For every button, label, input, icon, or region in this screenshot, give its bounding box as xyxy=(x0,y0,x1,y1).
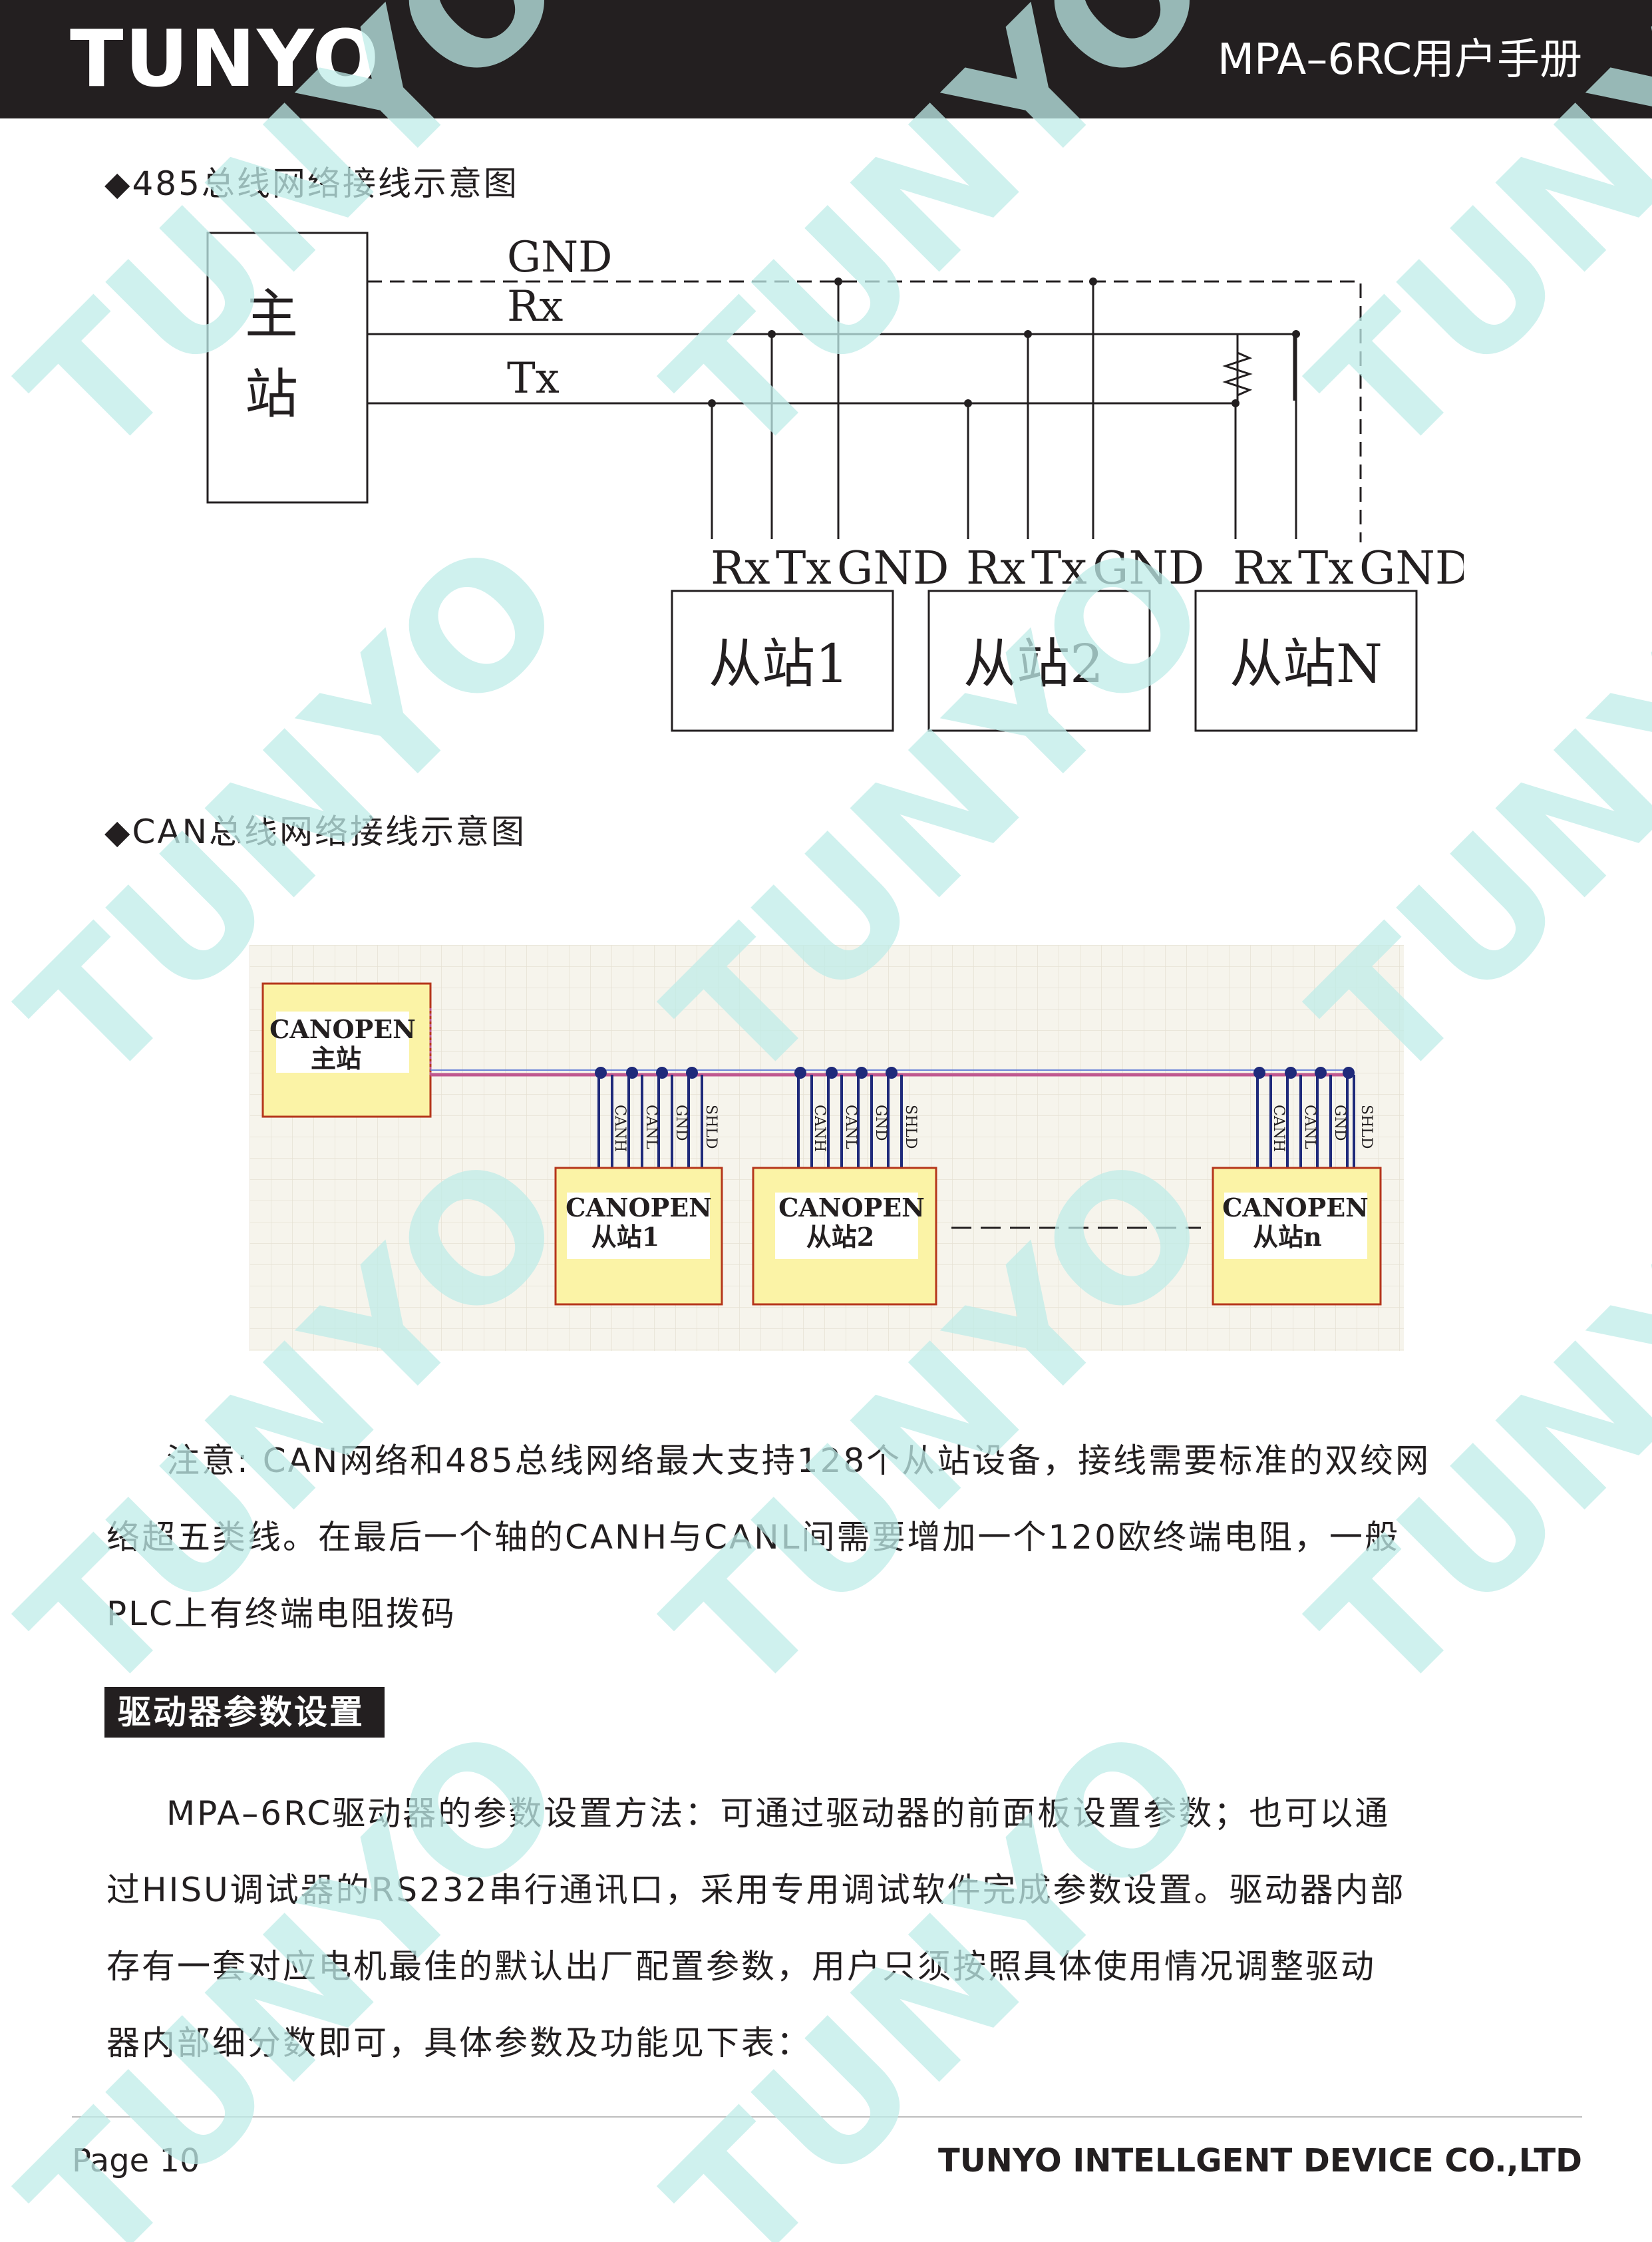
pin-tx-n: Tx xyxy=(1298,542,1354,595)
pin-canh-2: CANH xyxy=(811,1105,828,1152)
can-slave-1-line-1: CANOPEN xyxy=(566,1193,712,1222)
pin-rx-1: Rx xyxy=(711,542,770,595)
can-slave-2-line-2: 从站2 xyxy=(806,1222,874,1252)
gnd-bus-line xyxy=(367,280,1362,542)
rs485-wiring-diagram: 主 站 GND Rx Tx Rx Tx GND Rx Tx GND Rx Tx … xyxy=(206,232,1464,732)
pin-gnd-2: GND xyxy=(1092,542,1204,595)
can-wiring-diagram: CANOPEN 主站 CANH CANL GND SHLD CANH CANL … xyxy=(249,945,1404,1351)
can-master-line-1: CANOPEN xyxy=(269,1014,416,1044)
pin-gnd-1: GND xyxy=(673,1105,689,1141)
footer-divider xyxy=(72,2116,1582,2118)
note-line: 络超五类线。在最后一个轴的CANH与CANL间需要增加一个120欧终端电阻，一般 xyxy=(106,1518,1400,1557)
param-line: 器内部细分数即可，具体参数及功能见下表： xyxy=(106,2024,812,2062)
param-line: MPA–6RC驱动器的参数设置方法：可通过驱动器的前面板设置参数；也可以通 xyxy=(166,1794,1391,1833)
pin-rx-2: Rx xyxy=(966,542,1026,595)
pin-gnd-n: GND xyxy=(1331,1105,1348,1141)
slave-label-2: 从站2 xyxy=(963,633,1104,695)
can-slave-2-line-1: CANOPEN xyxy=(778,1193,925,1222)
rx-label: Rx xyxy=(507,282,563,331)
param-line: 过HISU调试器的RS232串行通讯口，采用专用调试软件完成参数设置。驱动器内部 xyxy=(106,1871,1406,1909)
slave-box-1 xyxy=(671,590,894,732)
master-box xyxy=(206,232,369,504)
slave-box-2 xyxy=(927,590,1151,732)
section-can-title: ◆CAN总线网络接线示意图 xyxy=(104,813,526,851)
pin-shld-1: SHLD xyxy=(703,1105,719,1149)
master-label-1: 主 xyxy=(245,283,298,345)
pin-canh-n: CANH xyxy=(1270,1105,1287,1152)
pin-shld-2: SHLD xyxy=(902,1105,919,1149)
pin-canl-n: CANL xyxy=(1301,1105,1318,1149)
master-label-2: 站 xyxy=(245,363,298,425)
slave-box-n xyxy=(1194,590,1418,732)
manual-title: MPA–6RC用户手册 xyxy=(1217,35,1582,85)
note-line: PLC上有终端电阻拨码 xyxy=(106,1594,456,1633)
pin-canl-2: CANL xyxy=(842,1105,859,1149)
section-485-title: ◆485总线网络接线示意图 xyxy=(104,164,519,203)
param-paragraph: MPA–6RC驱动器的参数设置方法：可通过驱动器的前面板设置参数；也可以通 过H… xyxy=(106,1775,1550,2082)
param-line: 存有一套对应电机最佳的默认出厂配置参数，用户只须按照具体使用情况调整驱动 xyxy=(106,1947,1376,1986)
note-line: 注意: CAN网络和485总线网络最大支持128个从站设备，接线需要标准的双绞网 xyxy=(166,1441,1431,1480)
pin-gnd-1: GND xyxy=(837,542,949,595)
pin-tx-1: Tx xyxy=(776,542,832,595)
slave-label-1: 从站1 xyxy=(709,633,849,695)
brand-logo: TUNYO xyxy=(70,13,381,104)
tx-label: Tx xyxy=(507,354,560,403)
company-name: TUNYO INTELLGENT DEVICE CO.,LTD xyxy=(937,2142,1582,2179)
header-bar: TUNYO MPA–6RC用户手册 xyxy=(0,0,1652,118)
pin-canh-1: CANH xyxy=(611,1105,628,1152)
can-slave-n-line-1: CANOPEN xyxy=(1222,1193,1369,1222)
pin-canl-1: CANL xyxy=(643,1105,659,1149)
gnd-label: GND xyxy=(507,233,612,282)
can-master-line-2: 主站 xyxy=(311,1043,361,1073)
note-paragraph: 注意: CAN网络和485总线网络最大支持128个从站设备，接线需要标准的双绞网… xyxy=(106,1423,1550,1652)
can-slave-1-line-2: 从站1 xyxy=(591,1222,659,1252)
pin-rx-n: Rx xyxy=(1233,542,1293,595)
slave-label-n: 从站N xyxy=(1230,633,1383,695)
pin-gnd-n: GND xyxy=(1359,542,1464,595)
page-number: Page 10 xyxy=(72,2142,200,2179)
param-section-heading: 驱动器参数设置 xyxy=(104,1687,385,1738)
can-slave-n-line-2: 从站n xyxy=(1253,1222,1322,1252)
rx-bus-line xyxy=(367,333,1295,401)
termination-resistor-icon xyxy=(1222,343,1253,397)
pin-tx-2: Tx xyxy=(1031,542,1087,595)
pin-gnd-2: GND xyxy=(872,1105,889,1141)
pin-shld-n: SHLD xyxy=(1358,1105,1375,1149)
